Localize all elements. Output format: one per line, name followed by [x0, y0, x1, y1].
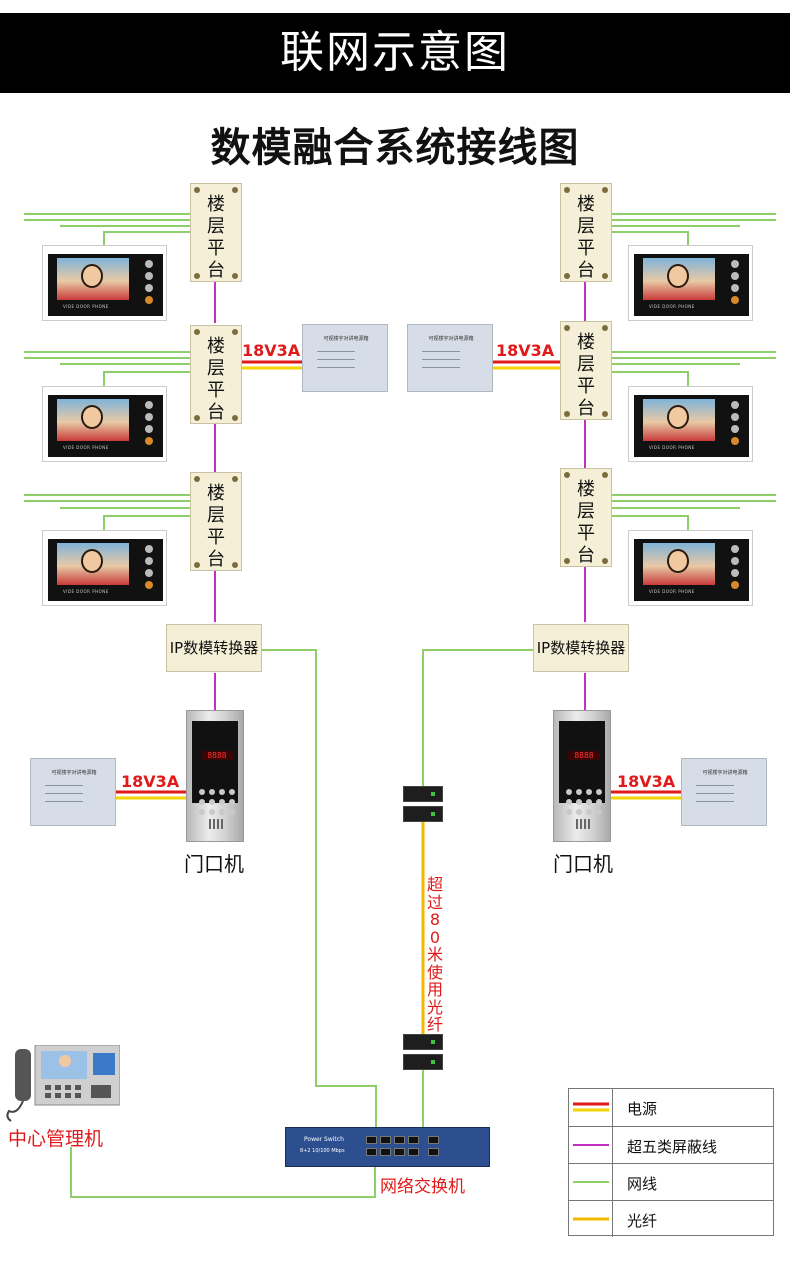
bolt-icon	[602, 472, 608, 478]
power-supply-box-upper-left: 可视楼宇对讲电源箱	[302, 324, 388, 392]
monitor-brand: VIDE DOOR PHONE	[63, 445, 109, 450]
floor-platform-label: 楼层平台	[207, 336, 225, 423]
bolt-icon	[194, 476, 200, 482]
page-title: 联网示意图	[280, 27, 510, 78]
bolt-icon	[194, 562, 200, 568]
indoor-monitor-right-2: VIDE DOOR PHONE	[628, 386, 753, 462]
legend-label: 超五类屏蔽线	[627, 1138, 718, 1156]
bolt-icon	[232, 562, 238, 568]
indoor-monitor-left-2: VIDE DOOR PHONE	[42, 386, 167, 462]
floor-platform-right-2: 楼层平台	[560, 321, 612, 420]
switch-label: 网络交换机	[380, 1177, 465, 1197]
ip-converter-left: IP数模转换器	[166, 624, 262, 672]
psu-title: 可视楼宇对讲电源箱	[51, 770, 97, 776]
legend-item: 光纤	[569, 1200, 773, 1237]
bolt-icon	[194, 415, 200, 421]
indoor-monitor-left-1: VIDE DOOR PHONE	[42, 245, 167, 321]
power-supply-box-lower-left: 可视楼宇对讲电源箱	[30, 758, 116, 826]
monitor-brand: VIDE DOOR PHONE	[63, 304, 109, 309]
bolt-icon	[232, 187, 238, 193]
switch-spec: 8+2 10/100 Mbps	[300, 1148, 345, 1154]
door-station-display: 8888	[568, 751, 600, 760]
bolt-icon	[602, 558, 608, 564]
network-switch: Power Switch 8+2 10/100 Mbps	[285, 1127, 490, 1167]
door-station-label: 门口机	[553, 852, 613, 876]
indoor-monitor-right-1: VIDE DOOR PHONE	[628, 245, 753, 321]
bolt-icon	[232, 476, 238, 482]
indoor-monitor-right-3: VIDE DOOR PHONE	[628, 530, 753, 606]
diagram-title: 数模融合系统接线图	[210, 125, 580, 171]
bolt-icon	[194, 187, 200, 193]
floor-platform-label: 楼层平台	[207, 194, 225, 281]
legend: 电源 超五类屏蔽线 网线 光纤	[568, 1088, 774, 1237]
legend-label: 光纤	[627, 1212, 658, 1230]
floor-platform-label: 楼层平台	[577, 194, 595, 281]
bolt-icon	[602, 273, 608, 279]
bolt-icon	[232, 329, 238, 335]
bolt-icon	[194, 273, 200, 279]
voltage-label: 18V3A	[242, 341, 301, 360]
voltage-label: 18V3A	[496, 341, 555, 360]
floor-platform-left-3: 楼层平台	[190, 472, 242, 571]
voltage-label: 18V3A	[617, 772, 676, 791]
handset-icon	[15, 1049, 31, 1101]
center-management-unit	[6, 1045, 120, 1122]
indoor-monitor-left-3: VIDE DOOR PHONE	[42, 530, 167, 606]
legend-item: 网线	[569, 1163, 773, 1200]
bolt-icon	[602, 411, 608, 417]
monitor-brand: VIDE DOOR PHONE	[649, 304, 695, 309]
power-wires	[116, 360, 682, 800]
bolt-icon	[564, 273, 570, 279]
legend-label: 电源	[627, 1100, 658, 1118]
fiber-transceiver-bottom	[403, 1034, 443, 1072]
voltage-label: 18V3A	[121, 772, 180, 791]
bolt-icon	[564, 411, 570, 417]
bolt-icon	[602, 325, 608, 331]
floor-platform-label: 楼层平台	[207, 483, 225, 570]
bolt-icon	[564, 325, 570, 331]
cat5-wires	[214, 282, 586, 710]
fiber-transceiver-top	[403, 786, 443, 824]
switch-brand: Power Switch	[304, 1136, 344, 1143]
center-label: 中心管理机	[8, 1128, 104, 1150]
legend-label: 网线	[627, 1175, 658, 1193]
header-banner	[0, 13, 790, 93]
monitor-brand: VIDE DOOR PHONE	[649, 445, 695, 450]
network-wires	[24, 213, 776, 1198]
bolt-icon	[232, 273, 238, 279]
floor-platform-right-3: 楼层平台	[560, 468, 612, 567]
bolt-icon	[564, 558, 570, 564]
monitor-brand: VIDE DOOR PHONE	[63, 589, 109, 594]
power-supply-box-upper-right: 可视楼宇对讲电源箱	[407, 324, 493, 392]
power-supply-box-lower-right: 可视楼宇对讲电源箱	[681, 758, 767, 826]
floor-platform-label: 楼层平台	[577, 332, 595, 419]
psu-title: 可视楼宇对讲电源箱	[428, 336, 474, 342]
floor-platform-left-2: 楼层平台	[190, 325, 242, 424]
bolt-icon	[232, 415, 238, 421]
floor-platform-label: 楼层平台	[577, 479, 595, 566]
fiber-note: 超过80米使用光纤	[426, 875, 443, 1034]
door-station-display: 8888	[201, 751, 233, 760]
monitor-brand: VIDE DOOR PHONE	[649, 589, 695, 594]
door-station-right: 8888	[553, 710, 611, 842]
bolt-icon	[194, 329, 200, 335]
ip-converter-right: IP数模转换器	[533, 624, 629, 672]
door-station-label: 门口机	[184, 852, 244, 876]
psu-title: 可视楼宇对讲电源箱	[323, 336, 369, 342]
psu-title: 可视楼宇对讲电源箱	[702, 770, 748, 776]
bolt-icon	[564, 187, 570, 193]
legend-item: 电源	[569, 1089, 773, 1126]
floor-platform-right-1: 楼层平台	[560, 183, 612, 282]
bolt-icon	[564, 472, 570, 478]
door-station-left: 8888	[186, 710, 244, 842]
bolt-icon	[602, 187, 608, 193]
floor-platform-left-1: 楼层平台	[190, 183, 242, 282]
legend-item: 超五类屏蔽线	[569, 1126, 773, 1163]
